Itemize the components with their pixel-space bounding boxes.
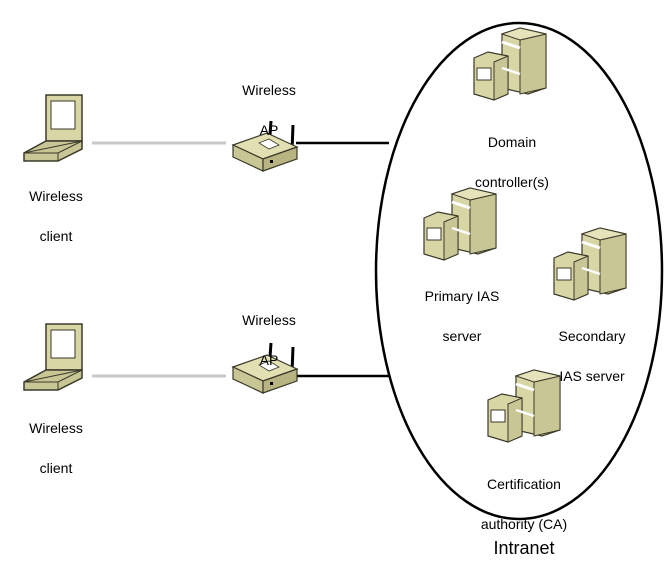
laptop-icon — [23, 94, 83, 162]
primary-ias-label-line1: Primary IAS — [424, 288, 500, 304]
client-label-2-line1: Wireless — [29, 420, 83, 436]
ca-label: Certification authority (CA) — [464, 454, 584, 554]
ap-label-2: Wireless AP — [229, 290, 309, 390]
client-label-2: Wireless client — [16, 398, 96, 498]
intranet-label: Intranet — [493, 538, 555, 558]
server-icon — [472, 26, 548, 102]
ca-label-line2: authority (CA) — [480, 516, 568, 532]
client-label-1-line1: Wireless — [29, 188, 83, 204]
client-label-2-line2: client — [39, 460, 73, 476]
client-label-1: Wireless client — [16, 166, 96, 266]
server-icon — [552, 226, 628, 302]
domain-controller-label-line1: Domain — [487, 134, 537, 150]
ap-label-2-line2: AP — [259, 352, 279, 368]
ap-label-1: Wireless AP — [229, 60, 309, 160]
secondary-ias-label-line1: Secondary — [558, 328, 626, 344]
ap-label-2-line1: Wireless — [242, 312, 296, 328]
intranet-boundary — [374, 21, 664, 521]
primary-ias-label: Primary IAS server — [407, 266, 517, 366]
ap-label-1-line1: Wireless — [242, 82, 296, 98]
ca-label-line1: Certification — [487, 476, 561, 492]
secondary-ias-label: Secondary IAS server — [540, 306, 644, 406]
secondary-ias-label-line2: IAS server — [559, 368, 625, 384]
domain-controller-label: Domain controller(s) — [462, 112, 562, 212]
domain-controller-label-line2: controller(s) — [475, 174, 549, 190]
laptop-icon — [23, 323, 83, 391]
ap-label-1-line2: AP — [259, 122, 279, 138]
primary-ias-label-line2: server — [442, 328, 482, 344]
client-label-1-line2: client — [39, 228, 73, 244]
